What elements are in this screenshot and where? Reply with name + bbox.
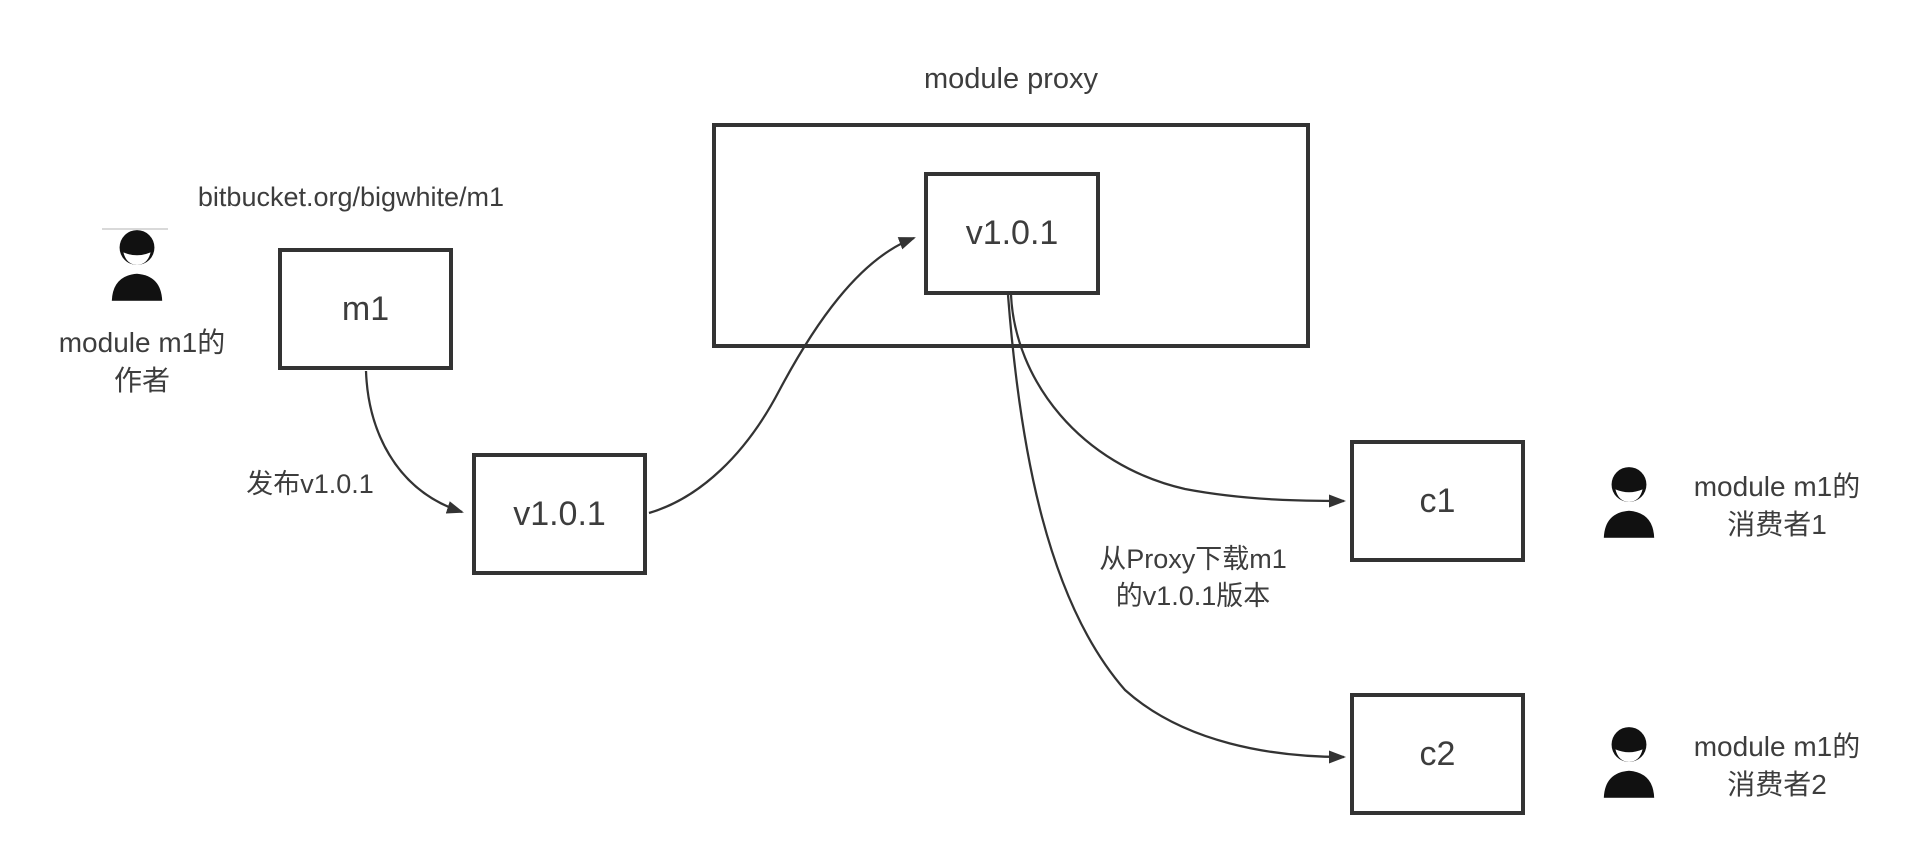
consumer2-label-line2: 消费者2 <box>1727 769 1827 800</box>
consumer2-avatar-icon <box>1598 724 1660 798</box>
module-proxy-title: module proxy <box>923 63 1099 95</box>
download-arrow-label: 从Proxy下载m1 的v1.0.1版本 <box>1062 541 1324 615</box>
consumer2-label-line1: module m1的 <box>1693 731 1861 762</box>
repo-url-label: bitbucket.org/bigwhite/m1 <box>197 182 505 212</box>
author-label-line1: module m1的 <box>58 327 226 358</box>
download-arrow-c2 <box>1006 294 1346 764</box>
proxy-version-box-label: v1.0.1 <box>965 214 1059 252</box>
author-avatar-icon <box>106 227 168 301</box>
c1-box-label: c1 <box>1419 481 1456 520</box>
download-arrow-label-line2: 的v1.0.1版本 <box>1115 581 1271 611</box>
consumer1-avatar-icon <box>1598 464 1660 538</box>
download-arrow-c1 <box>1009 294 1346 508</box>
author-avatar-topline <box>102 228 168 230</box>
upload-to-proxy-arrow <box>648 236 916 515</box>
c1-box: c1 <box>1350 440 1525 562</box>
author-label-line2: 作者 <box>113 365 170 396</box>
origin-version-box: v1.0.1 <box>472 453 647 575</box>
author-label: module m1的 作者 <box>22 324 262 400</box>
download-arrow-label-line1: 从Proxy下载m1 <box>1099 544 1287 574</box>
consumer2-label: module m1的 消费者2 <box>1672 728 1882 804</box>
module-proxy-box <box>712 123 1310 348</box>
c2-box: c2 <box>1350 693 1525 815</box>
publish-arrow-label: 发布v1.0.1 <box>246 469 374 499</box>
consumer1-label-line1: module m1的 <box>1693 471 1861 502</box>
c2-box-label: c2 <box>1419 734 1456 773</box>
publish-arrow <box>364 370 464 514</box>
origin-version-box-label: v1.0.1 <box>513 494 606 533</box>
proxy-version-box: v1.0.1 <box>924 172 1100 295</box>
consumer1-label-line2: 消费者1 <box>1727 509 1827 540</box>
consumer1-label: module m1的 消费者1 <box>1672 468 1882 544</box>
m1-box-label: m1 <box>341 289 390 328</box>
m1-box: m1 <box>278 248 453 370</box>
